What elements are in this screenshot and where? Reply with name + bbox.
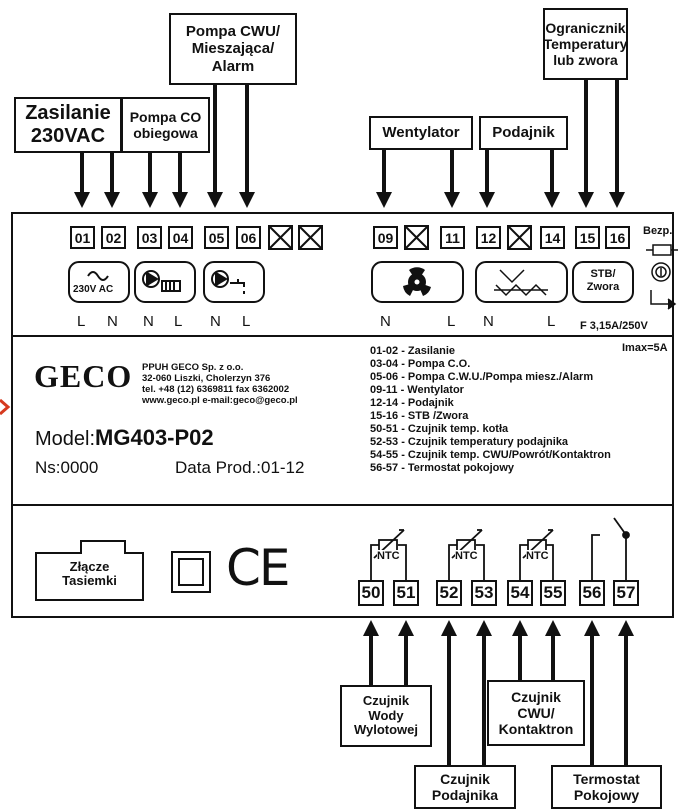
- ntc-label-1: NTC: [377, 550, 400, 562]
- label-pompa-co: Pompa CO obiegowa: [121, 97, 210, 153]
- pump-cwu-icon: [211, 270, 245, 294]
- imax: Imax=5A: [622, 342, 668, 354]
- company-phone: tel. +48 (12) 6369811 fax 6362002: [142, 384, 290, 395]
- pole-05: N: [210, 313, 221, 330]
- terminal-01: 01: [70, 226, 95, 249]
- terminal-04: 04: [168, 226, 193, 249]
- ntc-label-3: NTC: [526, 550, 549, 562]
- pole-02: N: [107, 313, 118, 330]
- ntc-label-2: NTC: [455, 550, 478, 562]
- fan-icon: [403, 267, 431, 296]
- company-info: PPUH GECO Sp. z o.o. 32-060 Liszki, Chol…: [142, 362, 298, 406]
- pole-03: N: [143, 313, 154, 330]
- terminal-51: 51: [393, 580, 419, 606]
- terminal-56: 56: [579, 580, 605, 606]
- label-wentylator: Wentylator: [369, 116, 473, 150]
- reset-button-icon: [651, 262, 671, 282]
- label-pompa-cwu: Pompa CWU/ Mieszająca/ Alarm: [169, 13, 297, 85]
- geco-logo: GECO: [34, 358, 133, 394]
- fuse-icon: [646, 244, 678, 256]
- ce-mark: CE: [226, 539, 291, 597]
- red-indicator-icon: [0, 398, 11, 416]
- arrow-right-icon: [650, 290, 677, 310]
- legend-item: 09-11 - Wentylator: [370, 384, 464, 396]
- legend-item: 03-04 - Pompa C.O.: [370, 358, 471, 370]
- legend-item: 01-02 - Zasilanie: [370, 345, 455, 357]
- terminal-14: 14: [540, 226, 565, 249]
- terminal-11: 11: [440, 226, 465, 249]
- legend-item: 15-16 - STB /Zwora: [370, 410, 469, 422]
- terminal-16: 16: [605, 226, 630, 249]
- terminal-02: 02: [101, 226, 126, 249]
- pole-09: N: [380, 313, 391, 330]
- ac-label: 230V AC: [73, 284, 114, 295]
- legend-item: 56-57 - Termostat pokojowy: [370, 462, 515, 474]
- terminal-52: 52: [436, 580, 462, 606]
- pole-04: L: [174, 313, 183, 330]
- serial-number: Ns:0000: [35, 458, 99, 477]
- bezp-label: Bezp.: [643, 225, 673, 237]
- label-czujnik-cwu: Czujnik CWU/ Kontaktron: [487, 680, 585, 746]
- company-address: 32-060 Liszki, Cholerzyn 376: [142, 373, 271, 384]
- company-web: www.geco.pl e-mail:geco@geco.pl: [142, 395, 298, 406]
- terminal-09: 09: [373, 226, 398, 249]
- sine-icon: [87, 271, 109, 281]
- terminal-06: 06: [236, 226, 261, 249]
- legend-item: 12-14 - Podajnik: [370, 397, 454, 409]
- label-czujnik-wody: Czujnik Wody Wylotowej: [340, 685, 432, 747]
- legend-item: 54-55 - Czujnik temp. CWU/Powrót/Kontakt…: [370, 449, 611, 461]
- pump-co-icon: [142, 270, 181, 292]
- terminal-03: 03: [137, 226, 162, 249]
- pole-01: L: [77, 313, 86, 330]
- pole-12: N: [483, 313, 494, 330]
- label-zasilanie: Zasilanie 230VAC: [14, 97, 122, 153]
- production-date: Data Prod.:01-12: [175, 458, 305, 477]
- pole-14: L: [547, 313, 556, 330]
- terminal-55: 55: [540, 580, 566, 606]
- terminal-05: 05: [204, 226, 229, 249]
- panel-bottom: [11, 504, 674, 618]
- pole-06: L: [242, 313, 251, 330]
- company-name: PPUH GECO Sp. z o.o.: [142, 362, 244, 373]
- terminal-54: 54: [507, 580, 533, 606]
- label-czujnik-podajnika: Czujnik Podajnika: [414, 765, 516, 809]
- legend-item: 52-53 - Czujnik temperatury podajnika: [370, 436, 569, 448]
- legend-item: 50-51 - Czujnik temp. kotła: [370, 423, 509, 435]
- label-podajnik: Podajnik: [479, 116, 568, 150]
- stb-label: STB/ Zwora: [586, 268, 620, 293]
- terminal-12: 12: [476, 226, 501, 249]
- terminal-53: 53: [471, 580, 497, 606]
- zlacze-label: Złącze Tasiemki: [62, 559, 117, 588]
- terminal-50: 50: [358, 580, 384, 606]
- feeder-icon: [494, 269, 548, 297]
- double-insulation-icon: [171, 551, 211, 593]
- label-termostat: Termostat Pokojowy: [551, 765, 662, 809]
- model-line: Model:MG403-P02: [35, 425, 214, 451]
- connector-outline: [35, 540, 144, 601]
- model-name: MG403-P02: [95, 425, 214, 450]
- model-prefix: Model:: [35, 428, 96, 450]
- legend-item: 05-06 - Pompa C.W.U./Pompa miesz./Alarm: [370, 371, 594, 383]
- terminal-legend: 01-02 - Zasilanie 03-04 - Pompa C.O. 05-…: [370, 345, 611, 475]
- terminal-57: 57: [613, 580, 639, 606]
- label-ogranicznik: Ogranicznik Temperatury lub zwora: [543, 8, 628, 80]
- terminal-15: 15: [575, 226, 600, 249]
- fuse-rating: F 3,15A/250V: [580, 320, 648, 332]
- pole-11: L: [447, 313, 456, 330]
